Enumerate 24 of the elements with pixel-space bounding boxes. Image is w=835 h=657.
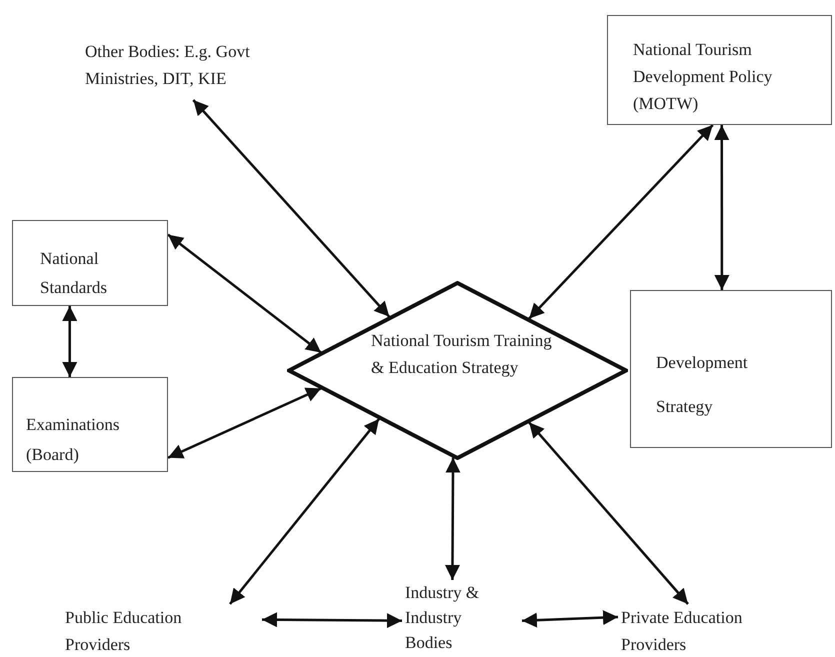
arrow [528,124,714,320]
arrow [714,125,730,290]
arrow [262,612,402,628]
process-box [12,377,168,472]
box-label: National Tourism Development Policy (MOTW) [633,39,774,115]
box-label: Examinations (Board) [26,414,120,466]
node-label: Public Education Providers [65,607,183,656]
arrow [444,458,460,580]
node-label: Private Education Providers [621,607,744,656]
process-box [607,15,832,125]
arrow [167,234,322,354]
box-label: Development Strategy [656,352,749,418]
arrow [62,306,78,377]
process-box [12,220,168,306]
arrow [528,422,689,605]
arrow [229,418,380,605]
node-label: Industry & Industry Bodies [405,582,480,654]
node-label: Other Bodies: E.g. Govt Ministries, DIT, KIE [85,41,251,90]
box-label: National Standards [40,248,108,299]
box-label: National Tourism Training & Education Strategy [371,330,553,379]
arrow [522,610,618,628]
arrow [167,387,322,459]
arrow [192,99,390,318]
process-box [630,290,832,448]
